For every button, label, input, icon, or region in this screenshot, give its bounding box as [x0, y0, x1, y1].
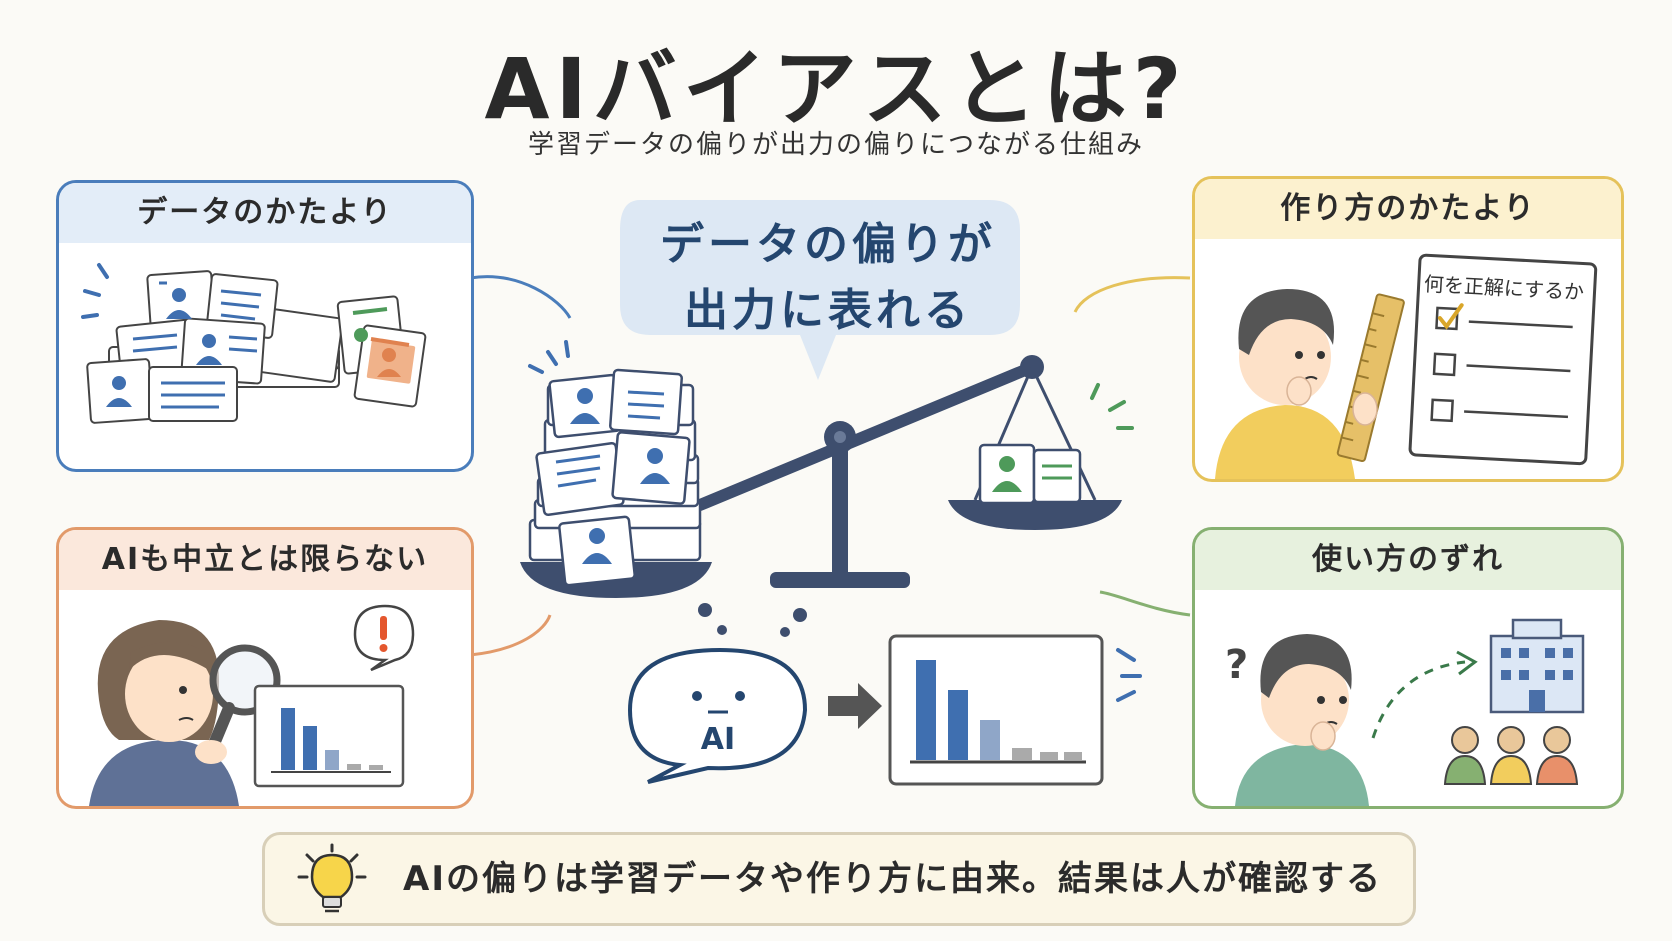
dashed-arrow: [1371, 660, 1466, 739]
speech-bubble: [620, 200, 1020, 380]
panel-ai-not-neutral: AIも中立とは限らない: [56, 527, 474, 809]
panel-heading: データのかたより: [59, 183, 471, 243]
bubble-line1: データの偏りが: [660, 219, 996, 270]
connector-line: [1073, 276, 1191, 313]
profile-card-minority: [978, 443, 1082, 505]
small-bias-chart: [253, 684, 405, 788]
panel-usage-gap: 使い方のずれ ?: [1192, 527, 1624, 809]
output-chart: [888, 634, 1104, 786]
data-cards-illustration: [81, 263, 427, 424]
investigator-illustration: [89, 604, 415, 806]
footer-text: AIの偏りは学習データや作り方に由来。結果は人が確認する: [403, 859, 1382, 899]
panel-heading: 使い方のずれ: [1195, 530, 1621, 590]
bias-bubble-text: データの偏りが 出力に表れる: [618, 212, 1038, 344]
panel-heading: 作り方のかたより: [1195, 179, 1621, 239]
scale-beam: [694, 362, 1036, 511]
scale-pillar: [832, 440, 848, 576]
bubble-line2: 出力に表れる: [684, 285, 972, 336]
connector-line: [469, 614, 552, 657]
panel-making-bias: 作り方のかたより: [1192, 176, 1624, 482]
arrow-right-icon: [828, 683, 882, 729]
lightbulb-icon: [297, 843, 367, 913]
checkbox-icon: [1432, 352, 1457, 377]
page-subtitle: 学習データの偏りが出力の偏りにつながる仕組み: [527, 130, 1144, 160]
question-icon: ?: [1225, 642, 1248, 688]
checkbox-icon: [1430, 398, 1454, 423]
connector-line: [1099, 590, 1191, 617]
scale-base: [770, 572, 910, 588]
people-group: [1443, 726, 1579, 785]
checklist-sheet: [1408, 253, 1598, 466]
ai-bubble: [627, 603, 808, 784]
page-title: AIバイアスとは?: [484, 40, 1188, 138]
scale-right-pan: [948, 500, 1122, 530]
footer-summary: AIの偏りは学習データや作り方に由来。結果は人が確認する: [262, 832, 1416, 926]
panel-heading: AIも中立とは限らない: [59, 530, 471, 590]
building-icon: [1489, 618, 1585, 714]
making-illustration: [1215, 253, 1598, 479]
ai-label: AI: [700, 722, 736, 757]
connector-line: [469, 275, 572, 319]
paper-stack-majority: [528, 368, 702, 587]
panel-data-bias: データのかたより: [56, 180, 474, 472]
exclamation-icon: [353, 604, 415, 672]
ruler-icon: [1336, 293, 1405, 463]
usage-illustration: ?: [1225, 618, 1585, 806]
